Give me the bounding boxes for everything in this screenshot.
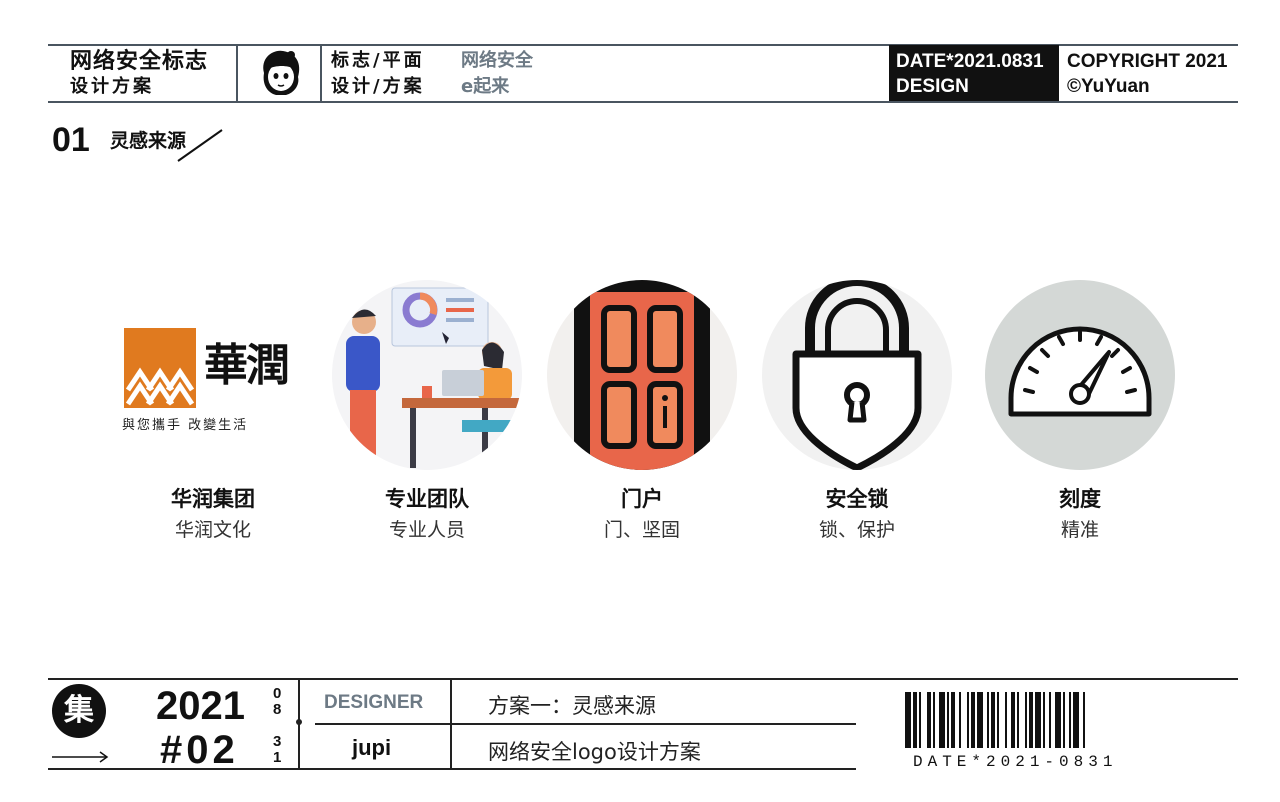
designer-label: DESIGNER bbox=[324, 692, 424, 713]
barcode bbox=[905, 692, 1211, 748]
arrow-right-icon bbox=[52, 748, 110, 763]
item-huarun: 華潤 與您攜手 改變生活 华润集团 华润文化 bbox=[118, 280, 308, 541]
item-gauge: 刻度 精准 bbox=[985, 280, 1175, 541]
footer-badge-text: 集 bbox=[64, 693, 94, 728]
footer-dot bbox=[296, 719, 302, 725]
header-bottom-rule bbox=[48, 101, 1238, 103]
barcode-bar bbox=[959, 692, 961, 748]
designer-name: jupi bbox=[352, 735, 392, 760]
barcode-bar bbox=[977, 692, 983, 748]
barcode-bar bbox=[1083, 692, 1085, 748]
barcode-bar bbox=[1055, 692, 1061, 748]
date-box: DATE*2021.0831 DESIGN bbox=[889, 45, 1059, 101]
header-subtitle: 设计方案 bbox=[70, 76, 154, 97]
section-number: 01 bbox=[52, 121, 90, 159]
item-desc: 专业人员 bbox=[388, 519, 465, 541]
barcode-bars bbox=[905, 692, 1085, 748]
project-line-1: 网络安全 bbox=[461, 50, 533, 71]
item-title: 华润集团 bbox=[171, 487, 255, 511]
header-top-rule bbox=[48, 44, 1238, 46]
section-title: 灵感来源 bbox=[110, 130, 187, 152]
item-desc: 锁、保护 bbox=[818, 519, 895, 541]
project-line-2: e起来 bbox=[461, 76, 510, 97]
category-line-1: 标志/平面 bbox=[331, 50, 425, 71]
barcode-bar bbox=[939, 692, 945, 748]
footer-mid-rule bbox=[315, 723, 856, 725]
month-digit-2: 8 bbox=[273, 701, 282, 718]
avatar bbox=[256, 47, 306, 99]
barcode-bar bbox=[1043, 692, 1045, 748]
barcode-bar bbox=[1011, 692, 1015, 748]
barcode-bar bbox=[933, 692, 935, 748]
plan-text: 方案一：灵感来源 bbox=[488, 694, 656, 718]
plan-desc: 网络安全logo设计方案 bbox=[488, 740, 701, 764]
barcode-bar bbox=[913, 692, 917, 748]
item-padlock: 安全锁 锁、保护 bbox=[762, 280, 952, 541]
barcode-bar bbox=[1073, 692, 1079, 748]
author-text: ©YuYuan bbox=[1067, 76, 1150, 97]
team-illustration-icon bbox=[332, 280, 522, 470]
copyright-text: COPYRIGHT 2021 bbox=[1067, 51, 1228, 72]
barcode-bar bbox=[971, 692, 975, 748]
barcode-bar bbox=[1029, 692, 1033, 748]
barcode-bar bbox=[1005, 692, 1007, 748]
barcode-bar bbox=[1063, 692, 1065, 748]
barcode-bar bbox=[919, 692, 921, 748]
barcode-bar bbox=[1049, 692, 1051, 748]
footer-top-rule bbox=[48, 678, 1238, 680]
date-text: DATE*2021.0831 bbox=[896, 51, 1044, 72]
barcode-bar bbox=[927, 692, 931, 748]
item-title: 专业团队 bbox=[385, 487, 469, 511]
barcode-text: DATE*2021-0831 bbox=[913, 753, 1118, 771]
header-divider-1 bbox=[236, 44, 238, 102]
footer-year: 2021 bbox=[156, 684, 245, 728]
item-title: 刻度 bbox=[1059, 487, 1101, 511]
barcode-bar bbox=[947, 692, 949, 748]
footer-divider-2 bbox=[450, 680, 452, 768]
copyright-block: COPYRIGHT 2021 ©YuYuan bbox=[1067, 49, 1228, 99]
footer-badge: 集 bbox=[52, 684, 106, 738]
gauge-icon bbox=[985, 280, 1175, 470]
item-title: 安全锁 bbox=[825, 487, 889, 511]
barcode-bar bbox=[997, 692, 999, 748]
door-icon bbox=[547, 280, 737, 470]
footer-bottom-rule bbox=[48, 768, 856, 770]
month-digit-1: 0 bbox=[273, 685, 282, 702]
item-desc: 门、坚固 bbox=[603, 519, 680, 541]
huarun-logo-icon: 華潤 與您攜手 改變生活 bbox=[118, 280, 308, 470]
design-text: DESIGN bbox=[896, 76, 969, 97]
barcode-bar bbox=[1035, 692, 1041, 748]
barcode-bar bbox=[1069, 692, 1071, 748]
day-digit-1: 3 bbox=[273, 733, 282, 750]
item-desc: 精准 bbox=[1060, 519, 1099, 541]
item-title: 门户 bbox=[621, 487, 663, 511]
barcode-bar bbox=[951, 692, 955, 748]
huarun-brand-text: 華潤 bbox=[204, 340, 290, 391]
day-digit-2: 1 bbox=[273, 749, 282, 766]
item-door: 门户 门、坚固 bbox=[547, 280, 737, 541]
barcode-bar bbox=[905, 692, 911, 748]
barcode-bar bbox=[991, 692, 995, 748]
category-line-2: 设计/方案 bbox=[331, 76, 425, 97]
header-divider-2 bbox=[320, 44, 322, 102]
barcode-bar bbox=[1017, 692, 1019, 748]
header-title: 网络安全标志 bbox=[70, 49, 209, 74]
footer-number: #02 bbox=[160, 728, 239, 772]
item-desc: 华润文化 bbox=[174, 519, 251, 541]
huarun-slogan: 與您攜手 改變生活 bbox=[122, 418, 249, 433]
section-slash bbox=[176, 128, 224, 162]
padlock-icon bbox=[762, 280, 952, 470]
barcode-bar bbox=[987, 692, 989, 748]
barcode-bar bbox=[1025, 692, 1027, 748]
item-team: 专业团队 专业人员 bbox=[332, 280, 522, 541]
barcode-bar bbox=[967, 692, 969, 748]
